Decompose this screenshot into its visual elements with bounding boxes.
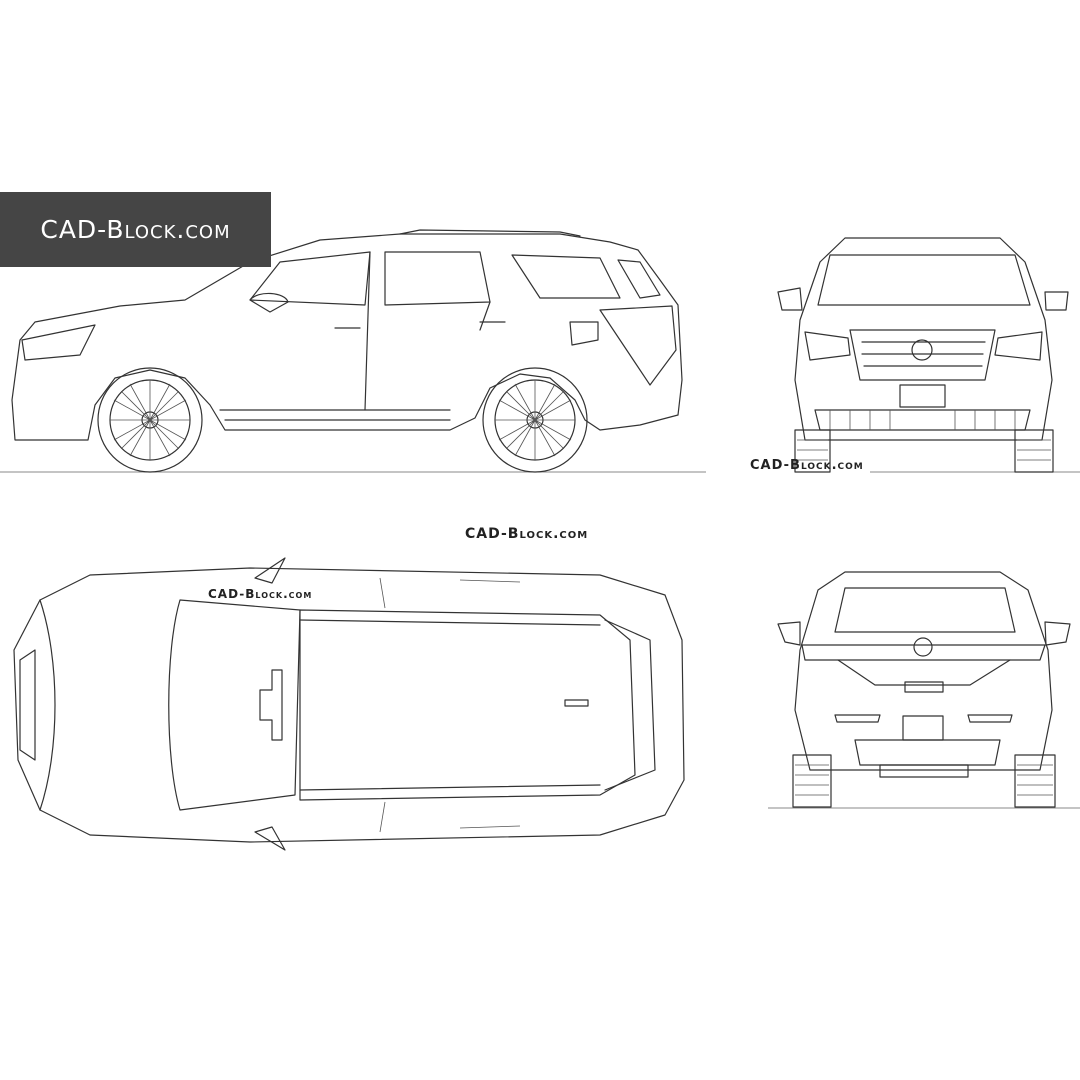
rear-wheel (482, 367, 588, 473)
front-left-tire (794, 429, 831, 473)
side-view (11, 229, 683, 473)
rear-view (777, 571, 1071, 808)
watermark-top-view: CAD-Block.com (208, 587, 313, 601)
watermark-front-view: CAD-Block.com (750, 458, 864, 473)
rear-left-tire (792, 754, 832, 808)
watermark-center: CAD-Block.com (465, 526, 589, 542)
cad-block-logo: CAD-Block.com (0, 192, 271, 267)
front-view (777, 237, 1069, 473)
logo-text: CAD-Block.com (40, 215, 231, 244)
top-view (13, 557, 685, 851)
front-right-tire (1014, 429, 1054, 473)
rear-right-tire (1014, 754, 1056, 808)
front-wheel (97, 367, 203, 473)
